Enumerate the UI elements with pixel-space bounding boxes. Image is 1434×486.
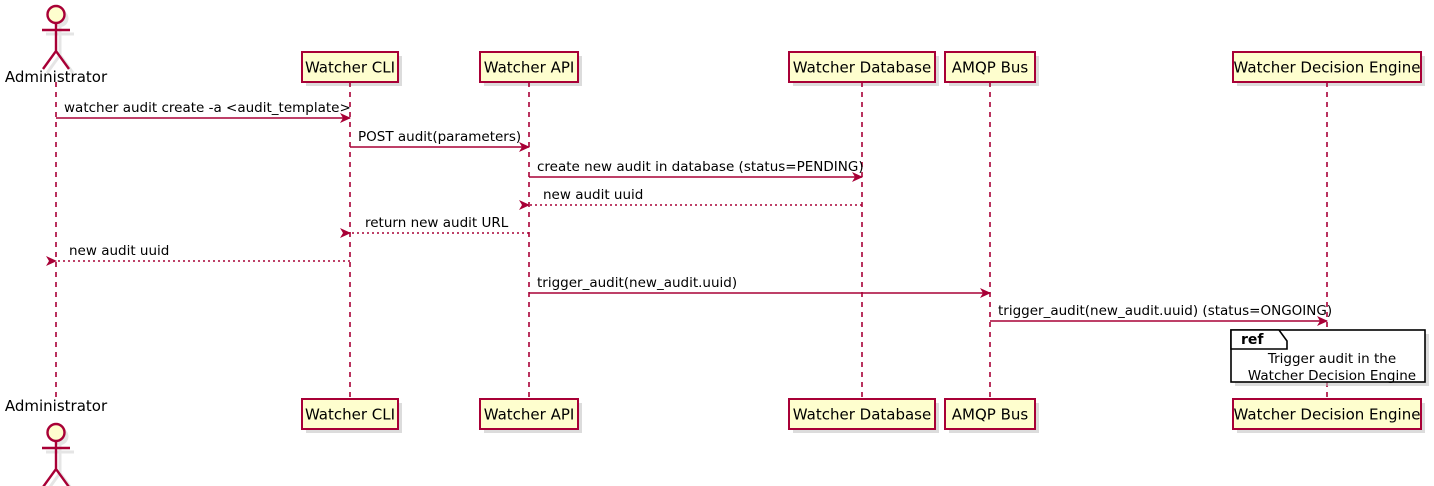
participant-label: AMQP Bus <box>952 59 1029 77</box>
ref-operator-label: ref <box>1241 332 1264 348</box>
actor-administrator-top[interactable]: Administrator <box>5 4 108 86</box>
participant-watcher-cli-bottom[interactable]: Watcher CLI <box>301 398 399 430</box>
participant-watcher-database-bottom[interactable]: Watcher Database <box>788 398 936 430</box>
participant-watcher-database-top[interactable]: Watcher Database <box>788 51 936 83</box>
message-label: trigger_audit(new_audit.uuid) <box>537 275 737 291</box>
participant-watcher-decision-engine-bottom[interactable]: Watcher Decision Engine <box>1232 398 1422 430</box>
participant-label: Watcher API <box>484 406 575 424</box>
message-label: return new audit URL <box>365 215 509 231</box>
participant-box <box>301 398 399 430</box>
actor-body-icon <box>42 23 70 70</box>
messages: watcher audit create -a <audit_template>… <box>46 100 1332 326</box>
participant-label: Watcher Decision Engine <box>1234 406 1421 424</box>
message-create-new-audit: create new audit in database (status=PEN… <box>529 159 864 182</box>
participant-box <box>1232 398 1422 430</box>
ref-operator-tab <box>1230 329 1288 350</box>
ref-body-line: Trigger audit in the <box>1267 351 1396 367</box>
lifelines <box>55 82 1328 399</box>
participant-watcher-cli-top[interactable]: Watcher CLI <box>301 51 399 83</box>
participant-label: Watcher CLI <box>305 406 395 424</box>
participant-watcher-api-top[interactable]: Watcher API <box>479 51 579 83</box>
participant-box <box>301 51 399 83</box>
message-watcher-audit-create: watcher audit create -a <audit_template> <box>56 100 351 123</box>
participant-watcher-api-bottom[interactable]: Watcher API <box>479 398 579 430</box>
message-label: new audit uuid <box>69 243 169 259</box>
message-new-audit-uuid-cli: new audit uuid <box>46 243 350 266</box>
ref-body-line: Watcher Decision Engine <box>1248 368 1416 384</box>
participant-box <box>788 51 936 83</box>
participant-watcher-decision-engine-top[interactable]: Watcher Decision Engine <box>1232 51 1422 83</box>
message-label: watcher audit create -a <audit_template> <box>64 100 351 116</box>
participant-label: Watcher Decision Engine <box>1234 59 1421 77</box>
participant-box <box>788 398 936 430</box>
message-label: trigger_audit(new_audit.uuid) (status=ON… <box>998 303 1332 319</box>
message-label: create new audit in database (status=PEN… <box>537 159 864 175</box>
message-post-audit: POST audit(parameters) <box>350 129 530 152</box>
message-new-audit-uuid-db: new audit uuid <box>519 187 862 210</box>
message-trigger-audit-engine: trigger_audit(new_audit.uuid) (status=ON… <box>990 303 1332 326</box>
participant-box <box>944 51 1036 83</box>
participant-boxes: Watcher CLI Watcher CLI Watcher API Watcher… <box>301 51 1422 430</box>
participant-box <box>944 398 1036 430</box>
actor-label: Administrator <box>5 68 108 86</box>
actor-administrator-bottom[interactable]: Administrator <box>5 397 108 486</box>
participant-box <box>479 51 579 83</box>
message-label: new audit uuid <box>543 187 643 203</box>
participant-label: Watcher Database <box>793 406 931 424</box>
participant-box <box>479 398 579 430</box>
box-shadows <box>45 10 1425 486</box>
actor-body-icon <box>42 441 70 486</box>
participant-label: Watcher CLI <box>305 59 395 77</box>
actor-head-icon <box>46 422 66 443</box>
actor-head-icon <box>46 4 66 25</box>
actor-label: Administrator <box>5 397 108 415</box>
participant-box <box>1232 51 1422 83</box>
participant-label: Watcher API <box>484 59 575 77</box>
participant-amqp-bus-bottom[interactable]: AMQP Bus <box>944 398 1036 430</box>
participant-amqp-bus-top[interactable]: AMQP Bus <box>944 51 1036 83</box>
message-trigger-audit-bus: trigger_audit(new_audit.uuid) <box>529 275 991 298</box>
participant-label: Watcher Database <box>793 59 931 77</box>
message-return-new-audit-url: return new audit URL <box>340 215 529 238</box>
participant-label: AMQP Bus <box>952 406 1029 424</box>
message-label: POST audit(parameters) <box>358 129 521 145</box>
